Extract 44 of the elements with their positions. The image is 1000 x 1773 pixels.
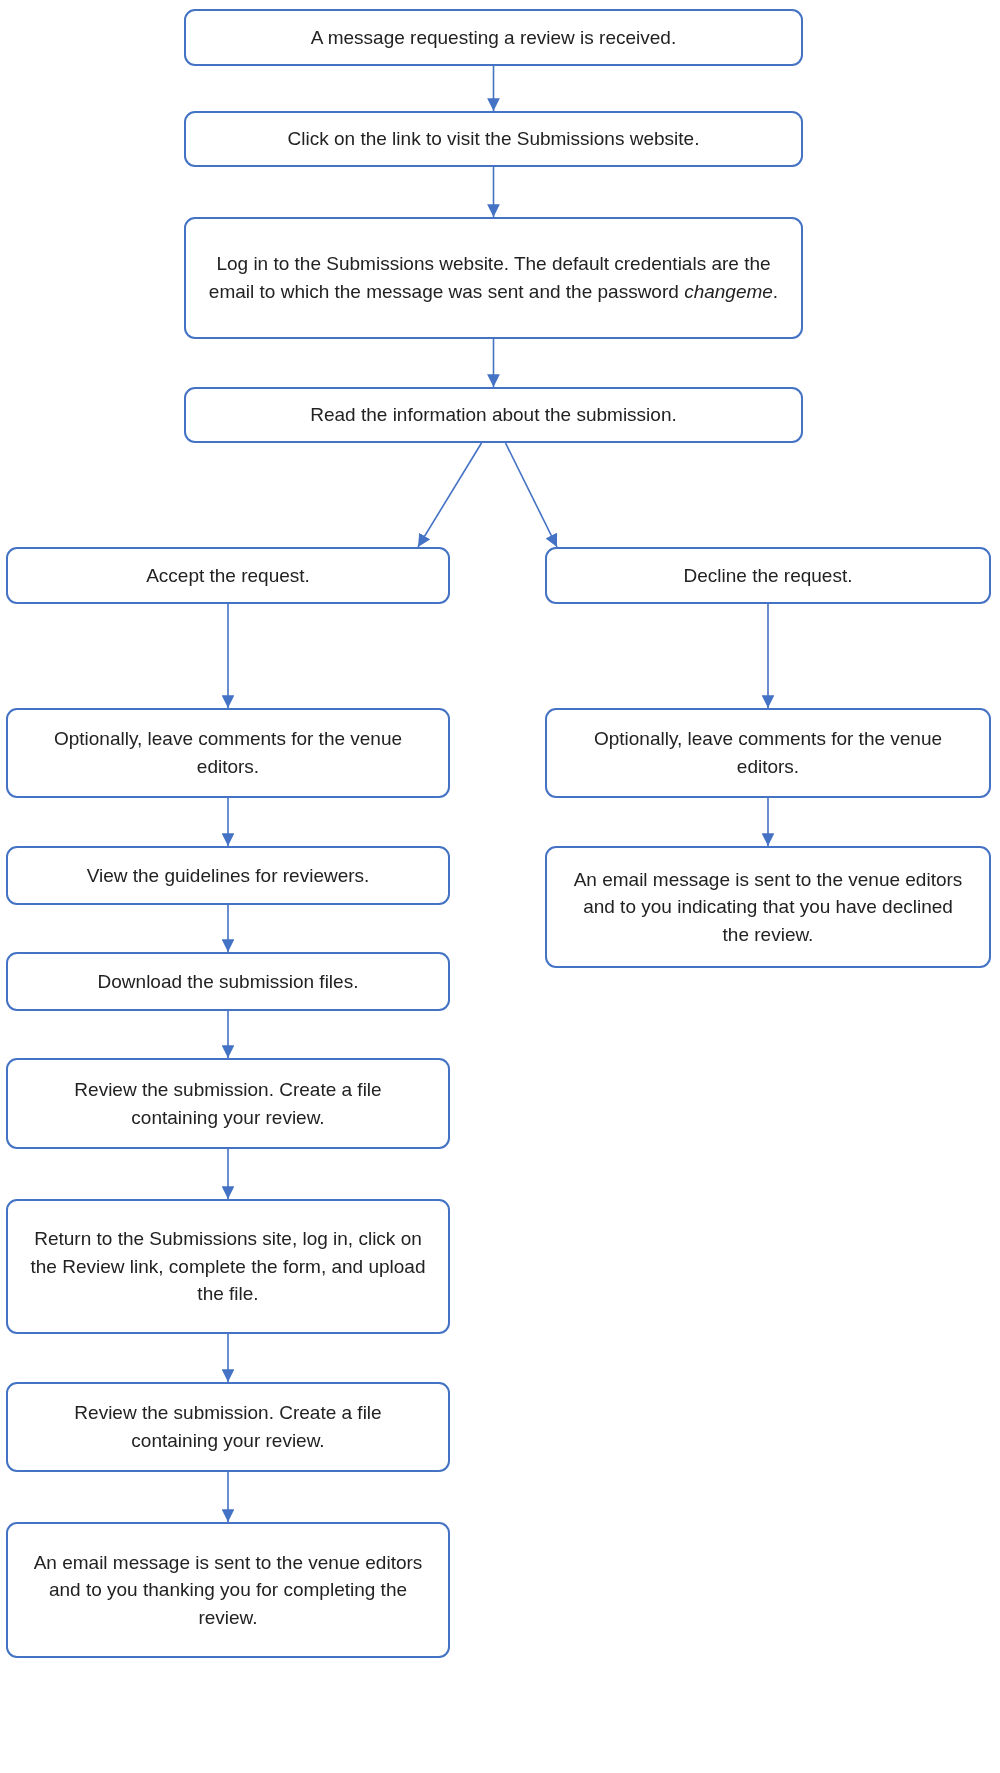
arrow [221,1333,235,1383]
process-box [6,547,450,604]
process-box [545,708,991,798]
step-text: Read the information about the submission. [310,403,677,428]
step-text: Download the submission files. [97,969,359,994]
process-box [6,1199,450,1334]
step-text: An email message is sent to the venue editors and to you indicating that you have declined the review. [572,867,964,947]
process-box [6,708,450,798]
process-box [6,1058,450,1149]
process-box [184,387,803,443]
arrow [221,1148,235,1200]
step-text: Review the submission. Create a file containing your review. [73,1077,383,1130]
process-box [184,111,803,167]
arrow [221,1471,235,1523]
arrow [221,1010,235,1059]
arrow [221,904,235,953]
step-text: Decline the request. [683,563,853,588]
step-text: Log in to the Submissions website. The default credentials are the email to which the message was sent and the password changeme. [208,252,779,304]
step-text: Return to the Submissions site, log in, click on the Review link, complete the form, and upload the file. [30,1227,426,1307]
step-text: View the guidelines for reviewers. [86,863,370,888]
step-text: Accept the request. [146,563,310,588]
process-box [545,547,991,604]
step-text: Review the submission. Create a file containing your review. [73,1401,383,1453]
arrow [487,338,500,388]
process-box [6,846,450,905]
arrow [487,166,500,218]
process-box [184,9,803,66]
process-box [6,1522,450,1658]
step-text: Click on the link to visit the Submissions website. [287,127,700,152]
arrow [487,65,500,112]
process-box [545,846,991,968]
arrow [417,442,483,548]
arrow [221,603,235,709]
process-box [184,217,803,339]
arrow [761,797,775,847]
arrow [504,442,558,548]
process-box [6,1382,450,1472]
arrow [761,603,775,709]
step-text: Optionally, leave comments for the venue editors. [592,727,944,779]
step-text: An email message is sent to the venue editors and to you thanking you for completing the review. [32,1550,424,1630]
arrow [221,797,235,847]
step-text: A message requesting a review is received. [310,25,677,50]
process-box [6,952,450,1011]
step-text: Optionally, leave comments for the venue editors. [52,727,404,779]
